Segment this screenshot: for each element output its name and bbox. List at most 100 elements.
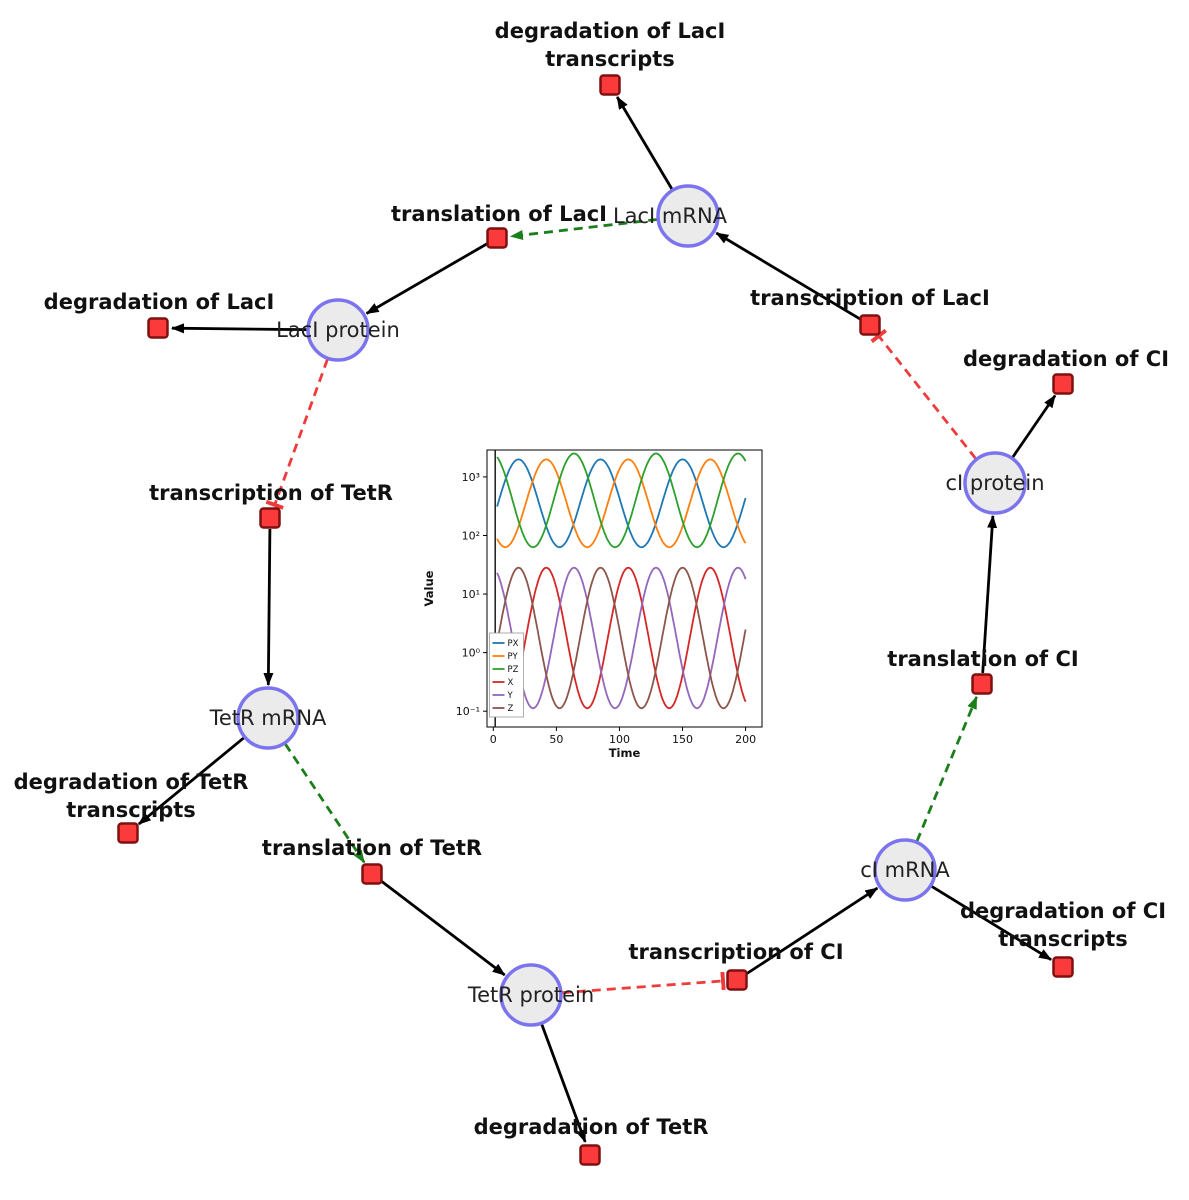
- reaction-label-line: degradation of CI: [963, 347, 1169, 371]
- edge-laci-protein-deg-laci-consumption: [171, 323, 308, 334]
- legend-label-X: X: [508, 678, 514, 688]
- legend-label-PZ: PZ: [508, 665, 519, 675]
- nodes-layer: [117, 74, 1074, 1166]
- edge-translation-tetr-tetr-protein-production: [379, 879, 506, 977]
- reaction-label-deg-laci: degradation of LacI: [44, 290, 275, 314]
- series-curve-Y: [496, 566, 747, 710]
- y-axis-title: Value: [422, 570, 436, 606]
- species-label-laci-mrna: LacI mRNA: [613, 204, 728, 228]
- reaction-label-transcription-tetr: transcription of TetR: [149, 481, 393, 505]
- reaction-label-line: degradation of CI: [960, 899, 1166, 923]
- legend-label-Z: Z: [508, 704, 514, 714]
- plot-area: [486, 449, 763, 728]
- y-tick-label: 10⁰: [462, 647, 481, 660]
- reaction-node-deg-tetr[interactable]: [579, 1144, 601, 1166]
- reaction-node-deg-ci-transcripts[interactable]: [1052, 956, 1074, 978]
- reaction-node-transcription-ci[interactable]: [726, 969, 748, 991]
- series-curve-PZ: [496, 452, 747, 549]
- reaction-label-deg-laci-transcripts: degradation of LacI transcripts: [495, 19, 726, 71]
- series-curve-Z: [496, 566, 747, 710]
- edge-laci-mrna-deg-laci-transcripts-consumption: [615, 96, 674, 191]
- reaction-label-line: degradation of LacI: [44, 290, 275, 314]
- edge-ci-protein-transcription-laci-inhibition: [870, 328, 977, 460]
- species-label-ci-mrna: cI mRNA: [860, 858, 950, 882]
- y-tick-label: 10³: [462, 471, 480, 484]
- species-node-tetr-protein[interactable]: [499, 963, 563, 1027]
- edge-ci-mrna-translation-ci-modifier: [915, 695, 978, 842]
- edge-tetr-protein-deg-tetr-consumption: [540, 1023, 587, 1143]
- reaction-label-line: degradation of TetR: [474, 1115, 709, 1139]
- edge-tetr-mrna-deg-tetr-transcripts-consumption: [137, 736, 245, 826]
- edge-transcription-tetr-tetr-mrna-production: [263, 528, 274, 686]
- reaction-node-translation-ci[interactable]: [971, 673, 993, 695]
- reaction-label-translation-tetr: translation of TetR: [262, 836, 482, 860]
- curves-group: [494, 450, 747, 727]
- reaction-node-translation-laci[interactable]: [486, 227, 508, 249]
- y-tick-label: 10²: [462, 530, 480, 543]
- reaction-label-line: degradation of TetR: [14, 770, 249, 794]
- reaction-node-deg-tetr-transcripts[interactable]: [117, 822, 139, 844]
- reaction-node-transcription-laci[interactable]: [859, 314, 881, 336]
- reaction-label-line: transcription of LacI: [750, 286, 990, 310]
- species-label-laci-protein: LacI protein: [276, 318, 400, 342]
- series-curve-X: [496, 566, 747, 710]
- species-node-tetr-mrna[interactable]: [236, 686, 300, 750]
- legend-label-PX: PX: [508, 639, 519, 649]
- edge-translation-laci-laci-protein-production: [365, 242, 489, 315]
- x-axis-title: Time: [609, 746, 641, 760]
- reaction-label-line: translation of CI: [887, 647, 1078, 671]
- reaction-label-transcription-ci: transcription of CI: [628, 940, 843, 964]
- reaction-label-line: transcripts: [545, 47, 675, 71]
- reaction-label-line: transcription of CI: [628, 940, 843, 964]
- reaction-label-line: degradation of LacI: [495, 19, 726, 43]
- reaction-label-line: transcription of TetR: [149, 481, 393, 505]
- reaction-node-deg-laci-transcripts[interactable]: [599, 74, 621, 96]
- reaction-label-translation-ci: translation of CI: [887, 647, 1078, 671]
- reaction-label-line: translation of LacI: [391, 202, 607, 226]
- reaction-label-deg-ci: degradation of CI: [963, 347, 1169, 371]
- edge-laci-mrna-translation-laci-modifier: [509, 218, 658, 240]
- species-node-ci-protein[interactable]: [963, 451, 1027, 515]
- edge-laci-protein-transcription-tetr-inhibition: [265, 358, 329, 510]
- y-tick-label: 10⁻¹: [456, 705, 480, 718]
- legend-label-PY: PY: [508, 652, 519, 662]
- reaction-label-deg-ci-transcripts: degradation of CI transcripts: [960, 899, 1166, 951]
- edge-transcription-ci-ci-mrna-production: [745, 886, 879, 976]
- x-tick-label: 200: [735, 733, 756, 746]
- species-node-laci-protein[interactable]: [306, 298, 370, 362]
- reaction-label-line: transcripts: [66, 798, 196, 822]
- reaction-label-line: transcripts: [998, 927, 1128, 951]
- edge-translation-ci-ci-protein-production: [981, 514, 998, 674]
- species-label-tetr-protein: TetR protein: [467, 983, 594, 1007]
- x-tick-label: 50: [549, 733, 563, 746]
- series-curve-PY: [496, 458, 747, 549]
- edge-tetr-protein-transcription-ci-inhibition: [561, 971, 726, 995]
- legend-box: [489, 632, 524, 718]
- reaction-label-transcription-laci: transcription of LacI: [750, 286, 990, 310]
- reaction-label-deg-tetr-transcripts: degradation of TetR transcripts: [14, 770, 249, 822]
- edge-tetr-mrna-translation-tetr-modifier: [284, 743, 366, 864]
- species-node-laci-mrna[interactable]: [656, 184, 720, 248]
- species-label-tetr-mrna: TetR mRNA: [209, 706, 327, 730]
- x-tick-label: 0: [490, 733, 497, 746]
- reaction-node-transcription-tetr[interactable]: [259, 507, 281, 529]
- series-curve-PX: [496, 458, 747, 549]
- reaction-node-deg-laci[interactable]: [147, 317, 169, 339]
- legend-label-Y: Y: [507, 691, 514, 701]
- y-tick-label: 10¹: [462, 588, 480, 601]
- edge-ci-mrna-deg-ci-transcripts-consumption: [930, 885, 1052, 961]
- reaction-node-translation-tetr[interactable]: [361, 863, 383, 885]
- reaction-label-translation-laci: translation of LacI: [391, 202, 607, 226]
- edge-transcription-laci-laci-mrna-production: [715, 231, 862, 321]
- species-node-ci-mrna[interactable]: [873, 838, 937, 902]
- reaction-label-line: translation of TetR: [262, 836, 482, 860]
- reaction-node-deg-ci[interactable]: [1052, 373, 1074, 395]
- edges-layer: [137, 96, 1057, 1143]
- reaction-label-deg-tetr: degradation of TetR: [474, 1115, 709, 1139]
- species-label-ci-protein: cI protein: [945, 471, 1044, 495]
- edge-ci-protein-deg-ci-consumption: [1011, 394, 1057, 459]
